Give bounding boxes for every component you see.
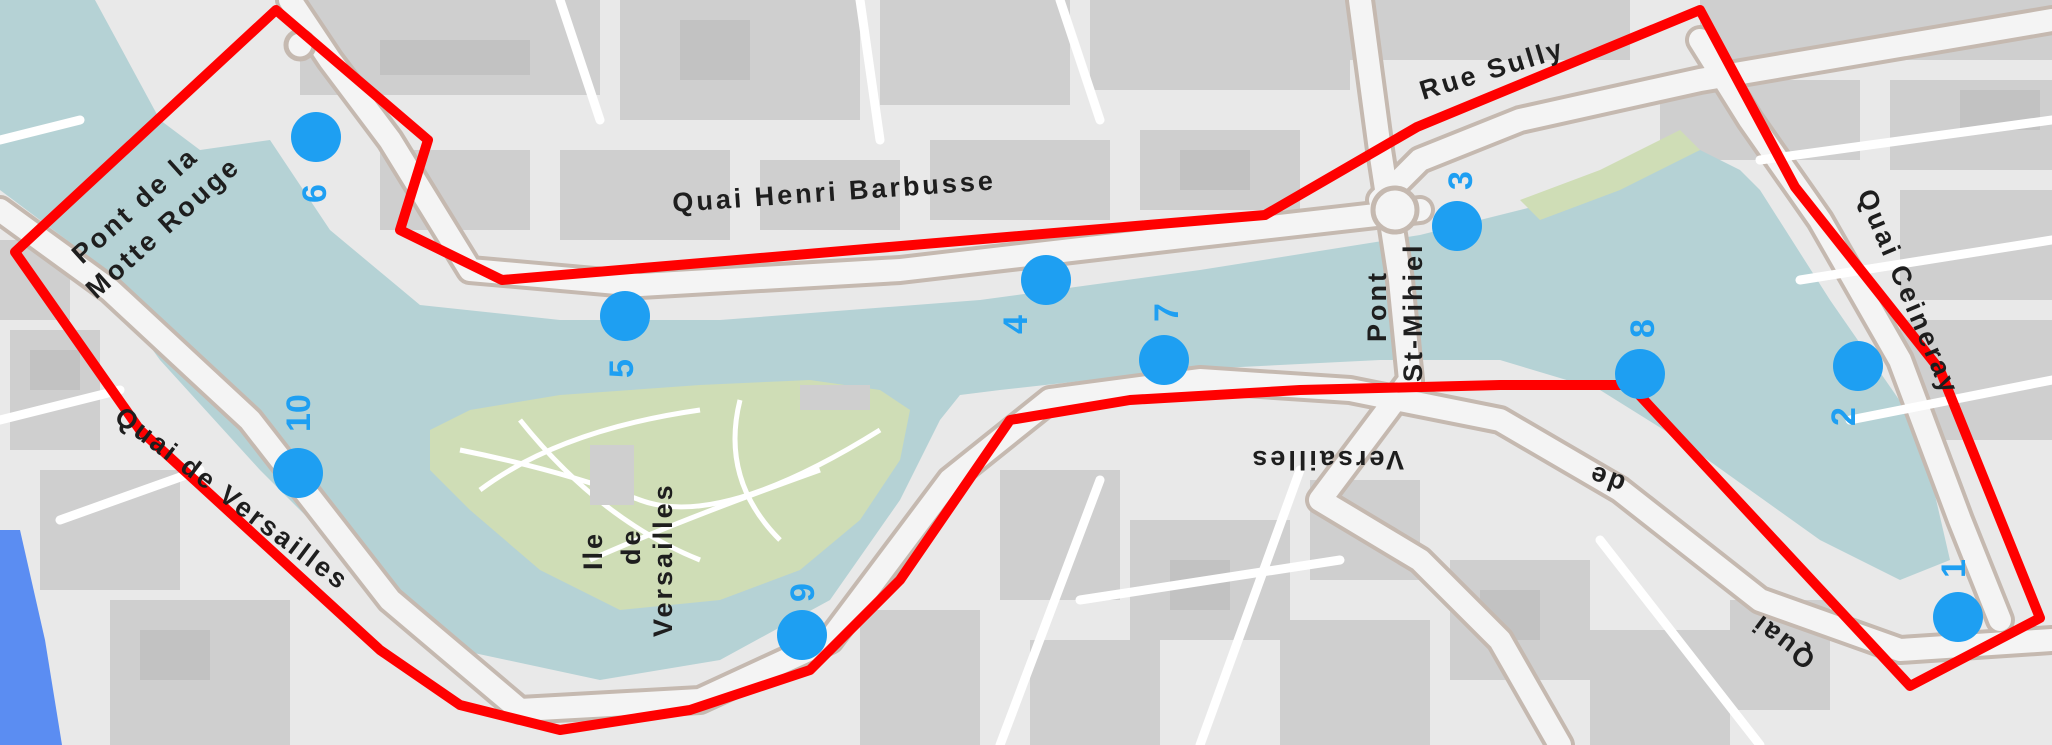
stop-markers (273, 112, 1983, 660)
island-park (430, 380, 910, 610)
label-ile-de-versailles-3: Versailles (648, 482, 678, 637)
riverbank-green (1520, 130, 1700, 220)
label-ile-de-versailles-2: de (616, 527, 646, 565)
sea-patch (0, 530, 62, 745)
island-building (590, 445, 634, 505)
stop-marker-6[interactable] (291, 112, 341, 162)
stop-marker-2[interactable] (1833, 341, 1883, 391)
island-paths (459, 399, 882, 563)
stop-marker-10[interactable] (273, 448, 323, 498)
stop-marker-3[interactable] (1432, 201, 1482, 251)
stop-marker-1[interactable] (1933, 592, 1983, 642)
stop-marker-5[interactable] (600, 291, 650, 341)
stop-marker-9[interactable] (777, 610, 827, 660)
stop-numbers: 1 2 3 4 5 6 7 8 9 10 (280, 171, 1973, 602)
stop-number-7: 7 (1148, 303, 1186, 322)
label-versailles-south: Versailles (1249, 445, 1404, 475)
stop-number-4: 4 (997, 315, 1035, 334)
stop-number-1: 1 (1935, 559, 1973, 578)
stop-number-2: 2 (1825, 407, 1863, 426)
stop-number-9: 9 (784, 583, 822, 602)
label-pont-st-mihiel-2: St-Mihiel (1398, 243, 1428, 383)
stop-marker-8[interactable] (1615, 349, 1665, 399)
stop-number-3: 3 (1442, 171, 1480, 190)
stop-number-10: 10 (280, 394, 318, 432)
stop-number-5: 5 (603, 359, 641, 378)
label-pont-st-mihiel-1: Pont (1362, 270, 1392, 342)
stop-number-8: 8 (1624, 319, 1662, 338)
island-building-2 (800, 385, 870, 410)
stop-number-6: 6 (296, 184, 334, 203)
label-ile-de-versailles-1: Ile (578, 531, 608, 570)
stop-marker-4[interactable] (1021, 255, 1071, 305)
stop-marker-7[interactable] (1139, 335, 1189, 385)
